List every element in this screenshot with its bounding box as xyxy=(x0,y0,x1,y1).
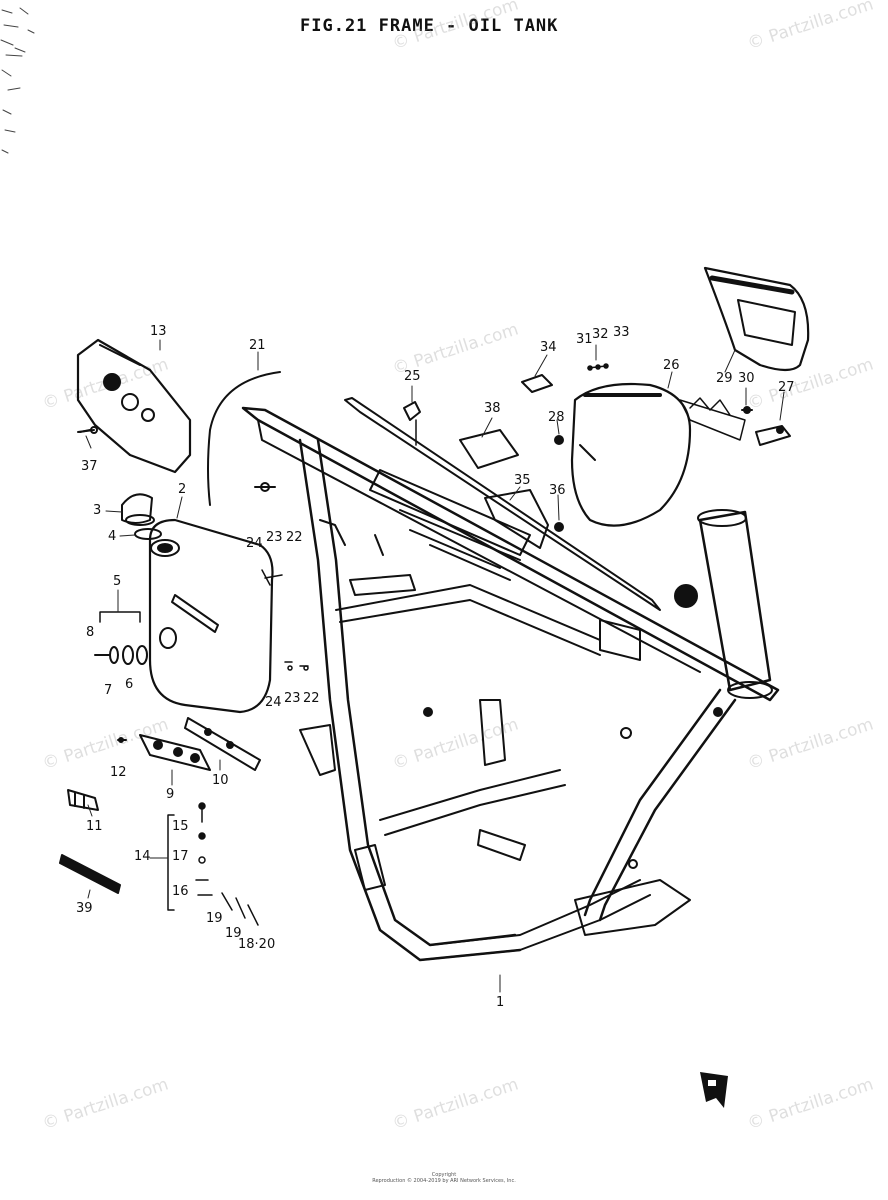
callout-12: 12 xyxy=(110,765,127,780)
callout-39: 39 xyxy=(76,901,93,916)
clamp-27 xyxy=(755,425,791,446)
footer-line-1: Copyright xyxy=(431,1172,457,1178)
callout-14: 14 xyxy=(134,849,151,864)
bolt-25 xyxy=(403,401,421,446)
callout-15: 15 xyxy=(172,819,189,834)
grommet-28 xyxy=(554,435,564,445)
callout-7: 7 xyxy=(104,683,113,698)
main-frame xyxy=(241,397,780,962)
callout-16: 16 xyxy=(172,884,189,899)
callout-1: 1 xyxy=(496,995,505,1010)
plate-34 xyxy=(521,374,553,393)
callout-23: 23 xyxy=(266,530,283,545)
callout-17: 17 xyxy=(172,849,189,864)
cover-screw xyxy=(77,426,98,434)
filler-cap-gasket xyxy=(134,528,162,540)
screw-12 xyxy=(117,737,127,743)
callout-30: 30 xyxy=(738,371,755,386)
callout-4: 4 xyxy=(108,529,117,544)
tape-39 xyxy=(59,854,121,894)
callout-24: 24 xyxy=(246,536,263,551)
tank-mount-bolts xyxy=(261,569,309,671)
callout-6: 6 xyxy=(125,677,134,692)
callout-31: 31 xyxy=(576,332,593,347)
callout-34: 34 xyxy=(540,340,557,355)
breather-hose xyxy=(207,371,281,506)
callout-28: 28 xyxy=(548,410,565,425)
callout-29: 29 xyxy=(716,371,733,386)
strap-bracket xyxy=(679,397,746,441)
figure-title: FIG.21 FRAME - OIL TANK xyxy=(300,16,559,36)
bracket-35 xyxy=(484,489,549,549)
washer-30 xyxy=(741,406,753,414)
callout-27: 27 xyxy=(778,380,795,395)
nut-36 xyxy=(554,522,564,532)
callout-37: 37 xyxy=(81,459,98,474)
cushion-38 xyxy=(459,429,519,469)
callout-26: 26 xyxy=(663,358,680,373)
tool-box-cover xyxy=(703,266,810,372)
fastener-group xyxy=(167,802,259,926)
right-side-cover xyxy=(570,382,692,527)
bolts-31-33 xyxy=(587,363,609,371)
callout-11: 11 xyxy=(86,819,103,834)
callout-36: 36 xyxy=(549,483,566,498)
callout-2: 2 xyxy=(178,482,187,497)
callout-33: 33 xyxy=(613,325,630,340)
footer-line-2: Reproduction © 2004-2019 by ARI Network … xyxy=(372,1178,516,1184)
oil-filler-cap xyxy=(121,493,155,526)
left-side-cover xyxy=(76,338,192,474)
callout-5: 5 xyxy=(113,574,122,589)
leader-lines xyxy=(85,339,785,993)
scan-noise xyxy=(0,7,35,154)
callout-9: 9 xyxy=(166,787,175,802)
callout-22: 22 xyxy=(286,530,303,545)
callout-13: 13 xyxy=(150,324,167,339)
callout-3: 3 xyxy=(93,503,102,518)
battery-holder-bracket xyxy=(139,734,211,771)
callout-32: 32 xyxy=(592,327,609,342)
callout-25: 25 xyxy=(404,369,421,384)
callout-18-20: 18·20 xyxy=(238,937,276,952)
callout-22: 22 xyxy=(303,691,320,706)
callout-8: 8 xyxy=(86,625,95,640)
callout-19: 19 xyxy=(225,926,242,941)
cushion-11 xyxy=(67,789,99,811)
oil-level-gauge-parts xyxy=(94,611,148,665)
callout-38: 38 xyxy=(484,401,501,416)
callout-23: 23 xyxy=(284,691,301,706)
oil-tank xyxy=(148,518,274,714)
callout-10: 10 xyxy=(212,773,229,788)
callout-35: 35 xyxy=(514,473,531,488)
callout-21: 21 xyxy=(249,338,266,353)
battery-band xyxy=(184,717,261,771)
callout-19: 19 xyxy=(206,911,223,926)
callout-24: 24 xyxy=(265,695,282,710)
